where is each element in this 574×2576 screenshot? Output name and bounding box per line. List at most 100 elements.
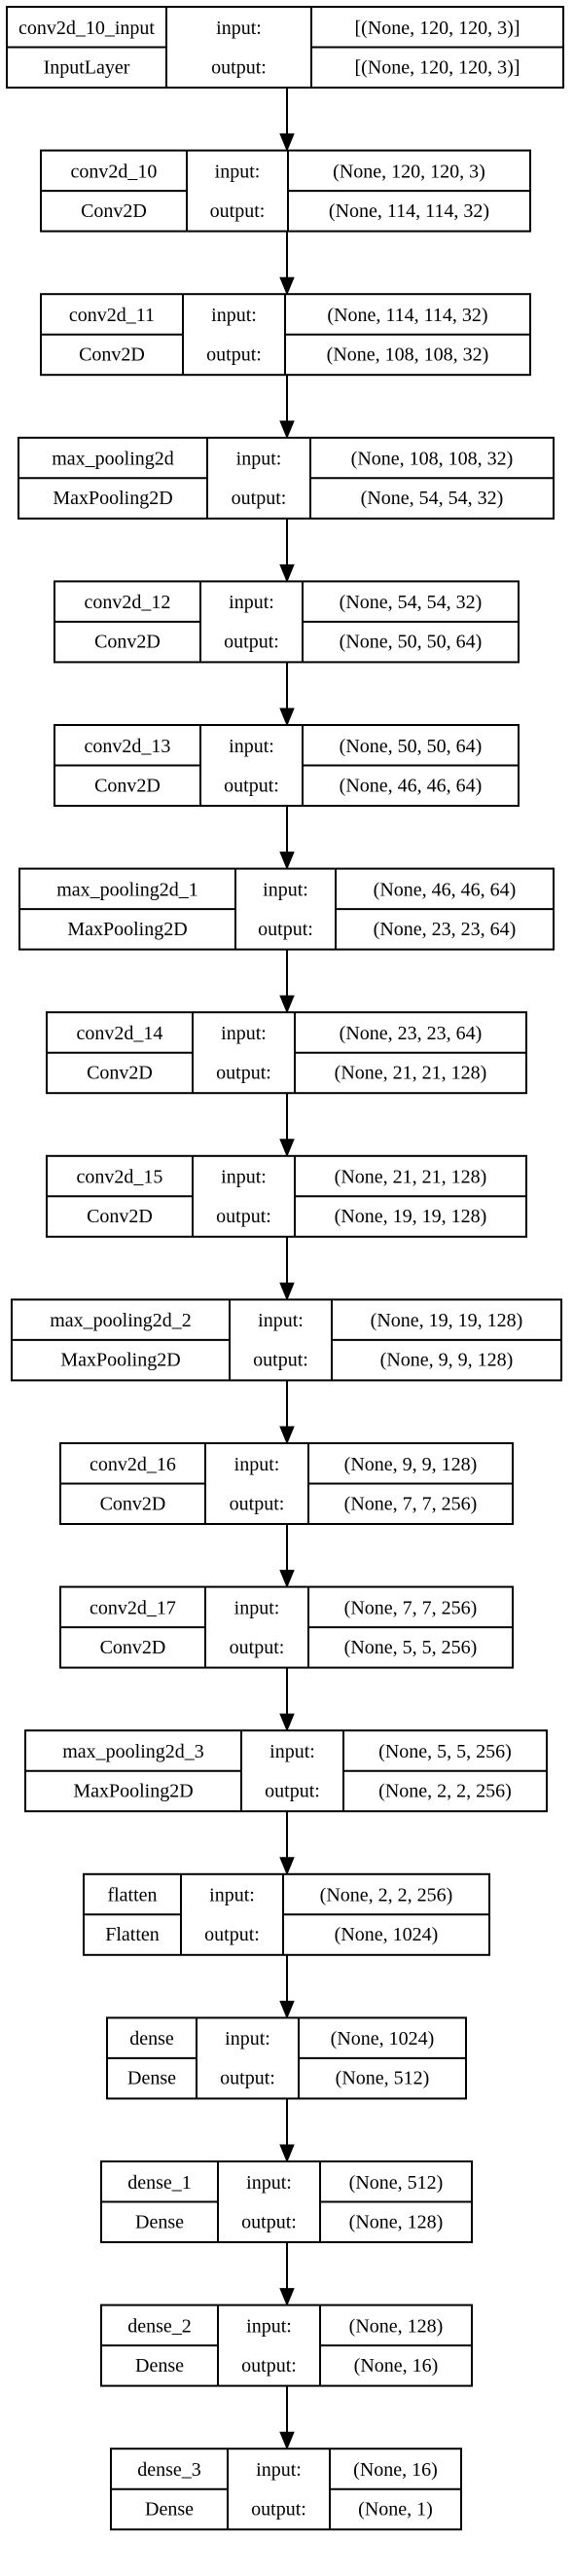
input-shape: (None, 16)	[353, 2459, 438, 2481]
input-label: input:	[258, 1310, 304, 1331]
layer-type: Conv2D	[94, 775, 161, 796]
input-shape: (None, 23, 23, 64)	[340, 1023, 483, 1044]
output-label: output:	[230, 1493, 285, 1514]
arrow-head-icon	[279, 276, 295, 296]
layer-type: Conv2D	[81, 200, 147, 222]
layer-node: max_pooling2d_3MaxPooling2Dinput:output:…	[24, 1729, 548, 1813]
input-shape: (None, 108, 108, 32)	[351, 449, 514, 470]
output-label: output:	[241, 2355, 297, 2376]
arrow-head-icon	[279, 2431, 295, 2450]
output-label: output:	[216, 1206, 271, 1227]
input-shape: (None, 50, 50, 64)	[340, 736, 483, 757]
layer-type: Dense	[135, 2355, 184, 2376]
output-shape: (None, 50, 50, 64)	[340, 632, 483, 653]
output-label: output:	[241, 2211, 297, 2232]
layer-type: Conv2D	[100, 1493, 166, 1514]
arrow-head-icon	[279, 707, 295, 727]
layer-type: Conv2D	[94, 632, 161, 653]
layer-name: max_pooling2d_1	[56, 879, 198, 900]
output-shape: (None, 46, 46, 64)	[340, 775, 483, 796]
layer-type: Dense	[127, 2068, 176, 2089]
output-label: output:	[251, 2498, 306, 2520]
output-label: output:	[216, 1062, 271, 1083]
input-label: input:	[229, 592, 274, 613]
layer-name: flatten	[107, 1885, 157, 1906]
layer-name: conv2d_17	[90, 1597, 176, 1618]
output-shape: (None, 128)	[349, 2211, 444, 2232]
output-shape: (None, 108, 108, 32)	[327, 344, 489, 365]
output-shape: (None, 21, 21, 128)	[335, 1062, 487, 1083]
output-label: output:	[253, 1350, 308, 1371]
layer-type: Dense	[145, 2498, 194, 2520]
arrow-head-icon	[279, 1713, 295, 1732]
output-label: output:	[265, 1780, 320, 1801]
layer-name: conv2d_11	[69, 305, 155, 326]
layer-name: conv2d_10_input	[18, 18, 155, 39]
input-shape: (None, 21, 21, 128)	[335, 1167, 487, 1188]
arrow-head-icon	[279, 2288, 295, 2306]
layer-node: max_pooling2d_1MaxPooling2Dinput:output:…	[18, 867, 555, 951]
output-shape: (None, 512)	[336, 2068, 430, 2089]
layer-name: conv2d_12	[85, 592, 171, 613]
layer-node: conv2d_10_inputInputLayerinput:output:[(…	[6, 6, 564, 89]
output-shape: (None, 23, 23, 64)	[374, 919, 517, 940]
input-shape: (None, 9, 9, 128)	[344, 1454, 478, 1475]
layer-type: Dense	[135, 2211, 184, 2232]
layer-type: MaxPooling2D	[60, 1350, 180, 1371]
input-label: input:	[236, 449, 282, 470]
arrow-head-icon	[279, 2144, 295, 2163]
output-label: output:	[220, 2068, 275, 2089]
layer-name: max_pooling2d	[52, 449, 174, 470]
input-shape: (None, 19, 19, 128)	[371, 1310, 523, 1331]
output-shape: (None, 1)	[358, 2498, 433, 2520]
layer-name: conv2d_16	[90, 1454, 176, 1475]
output-shape: (None, 7, 7, 256)	[344, 1493, 478, 1514]
output-shape: (None, 19, 19, 128)	[335, 1206, 487, 1227]
input-label: input:	[221, 1167, 267, 1188]
input-label: input:	[234, 1597, 280, 1618]
layer-node: max_pooling2dMaxPooling2Dinput:output:(N…	[18, 436, 555, 520]
layer-name: max_pooling2d_2	[50, 1310, 192, 1331]
arrow-head-icon	[279, 1570, 295, 1588]
output-label: output:	[206, 344, 262, 365]
arrow-head-icon	[279, 420, 295, 440]
input-shape: (None, 114, 114, 32)	[327, 305, 487, 326]
layer-name: conv2d_13	[85, 736, 171, 757]
input-label: input:	[246, 2172, 292, 2194]
output-label: output:	[258, 919, 313, 940]
input-label: input:	[234, 1454, 280, 1475]
output-shape: (None, 1024)	[335, 1924, 439, 1945]
layer-name: dense_1	[127, 2172, 192, 2194]
output-shape: (None, 2, 2, 256)	[378, 1780, 512, 1801]
layer-name: conv2d_14	[77, 1023, 163, 1044]
input-label: input:	[211, 305, 257, 326]
output-shape: [(None, 120, 120, 3)]	[355, 56, 520, 78]
layer-name: conv2d_10	[71, 161, 158, 182]
input-label: input:	[216, 18, 262, 39]
layer-type: MaxPooling2D	[73, 1780, 193, 1801]
layer-type: Conv2D	[100, 1637, 166, 1658]
layer-name: dense	[129, 2028, 174, 2050]
input-label: input:	[246, 2315, 292, 2337]
layer-type: Flatten	[105, 1924, 160, 1945]
output-label: output:	[224, 632, 279, 653]
input-label: input:	[215, 161, 261, 182]
output-shape: (None, 16)	[354, 2355, 439, 2376]
layer-type: Conv2D	[79, 344, 145, 365]
input-shape: (None, 128)	[349, 2315, 444, 2337]
output-shape: (None, 9, 9, 128)	[380, 1350, 514, 1371]
input-label: input:	[225, 2028, 270, 2050]
layer-name: dense_2	[127, 2315, 192, 2337]
input-label: input:	[221, 1023, 267, 1044]
output-label: output:	[210, 200, 266, 222]
output-shape: (None, 5, 5, 256)	[344, 1637, 478, 1658]
input-label: input:	[209, 1885, 255, 1906]
